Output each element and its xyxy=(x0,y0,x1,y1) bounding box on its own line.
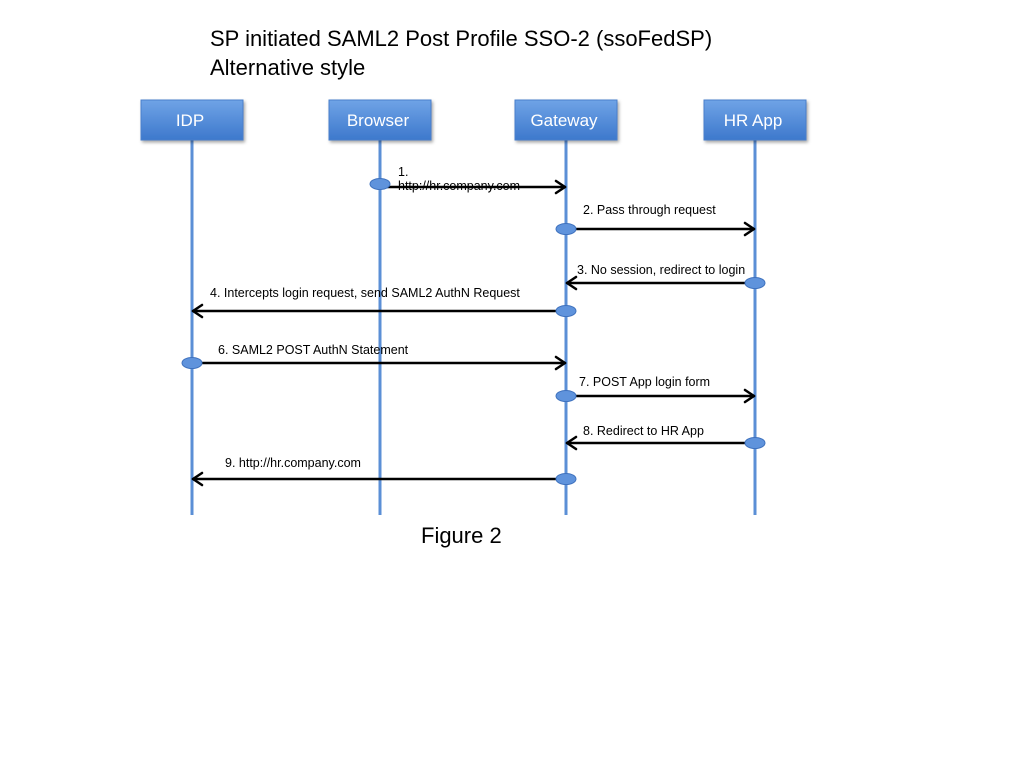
message-arrowhead-6 xyxy=(743,388,756,404)
diagram-title-line-1: SP initiated SAML2 Post Profile SSO-2 (s… xyxy=(210,26,713,51)
actor-label-idp: IDP xyxy=(176,111,204,130)
message-origin-node-2 xyxy=(555,223,577,235)
actor-box-gateway xyxy=(514,99,618,141)
message-label-8: 9. http://hr.company.com xyxy=(225,456,361,470)
message-label-line: 1. xyxy=(398,165,408,179)
actor-browser: Browser xyxy=(328,99,432,141)
message-label-line: 3. No session, redirect to login xyxy=(577,263,745,277)
message-label-line: 2. Pass through request xyxy=(583,203,716,217)
message-5: 6. SAML2 POST AuthN Statement xyxy=(181,343,567,371)
actor-label-gateway: Gateway xyxy=(530,111,598,130)
message-label-line: 7. POST App login form xyxy=(579,375,710,389)
message-origin-node-6 xyxy=(555,390,577,402)
diagram-title: SP initiated SAML2 Post Profile SSO-2 (s… xyxy=(210,24,712,82)
message-arrowhead-5 xyxy=(554,355,567,371)
message-label-line: 8. Redirect to HR App xyxy=(583,424,704,438)
actor-box-hrapp xyxy=(703,99,807,141)
message-7: 8. Redirect to HR App xyxy=(565,424,766,451)
message-arrowhead-3 xyxy=(565,275,578,291)
message-label-line: http://hr.company.com xyxy=(398,179,520,193)
message-label-2: 2. Pass through request xyxy=(583,203,716,217)
message-label-1: 1.http://hr.company.com xyxy=(398,165,520,193)
message-label-line: 9. http://hr.company.com xyxy=(225,456,361,470)
diagram-title-line-2: Alternative style xyxy=(210,55,366,80)
message-1: 1.http://hr.company.com xyxy=(369,165,567,195)
actor-box-browser xyxy=(328,99,432,141)
message-label-6: 7. POST App login form xyxy=(579,375,710,389)
message-8: 9. http://hr.company.com xyxy=(191,456,577,487)
message-origin-node-4 xyxy=(555,305,577,317)
message-6: 7. POST App login form xyxy=(555,375,756,404)
message-3: 3. No session, redirect to login xyxy=(565,263,766,291)
message-origin-node-7 xyxy=(744,437,766,449)
actor-label-hrapp: HR App xyxy=(724,111,783,130)
message-origin-node-1 xyxy=(369,178,391,190)
message-2: 2. Pass through request xyxy=(555,203,756,237)
message-arrowhead-1 xyxy=(554,179,567,195)
message-4: 4. Intercepts login request, send SAML2 … xyxy=(191,286,577,319)
message-arrowhead-4 xyxy=(191,303,204,319)
message-label-3: 3. No session, redirect to login xyxy=(577,263,745,277)
message-arrowhead-2 xyxy=(743,221,756,237)
message-label-line: 6. SAML2 POST AuthN Statement xyxy=(218,343,409,357)
actor-idp: IDP xyxy=(140,99,244,141)
actor-gateway: Gateway xyxy=(514,99,618,141)
message-label-5: 6. SAML2 POST AuthN Statement xyxy=(218,343,409,357)
actor-hrapp: HR App xyxy=(703,99,807,141)
message-label-line: 4. Intercepts login request, send SAML2 … xyxy=(210,286,520,300)
message-origin-node-3 xyxy=(744,277,766,289)
message-label-4: 4. Intercepts login request, send SAML2 … xyxy=(210,286,520,300)
actor-label-browser: Browser xyxy=(347,111,410,130)
figure-caption: Figure 2 xyxy=(421,523,502,548)
message-label-7: 8. Redirect to HR App xyxy=(583,424,704,438)
actor-box-idp xyxy=(140,99,244,141)
message-arrowhead-7 xyxy=(565,435,578,451)
message-arrowhead-8 xyxy=(191,471,204,487)
message-origin-node-8 xyxy=(555,473,577,485)
message-origin-node-5 xyxy=(181,357,203,369)
